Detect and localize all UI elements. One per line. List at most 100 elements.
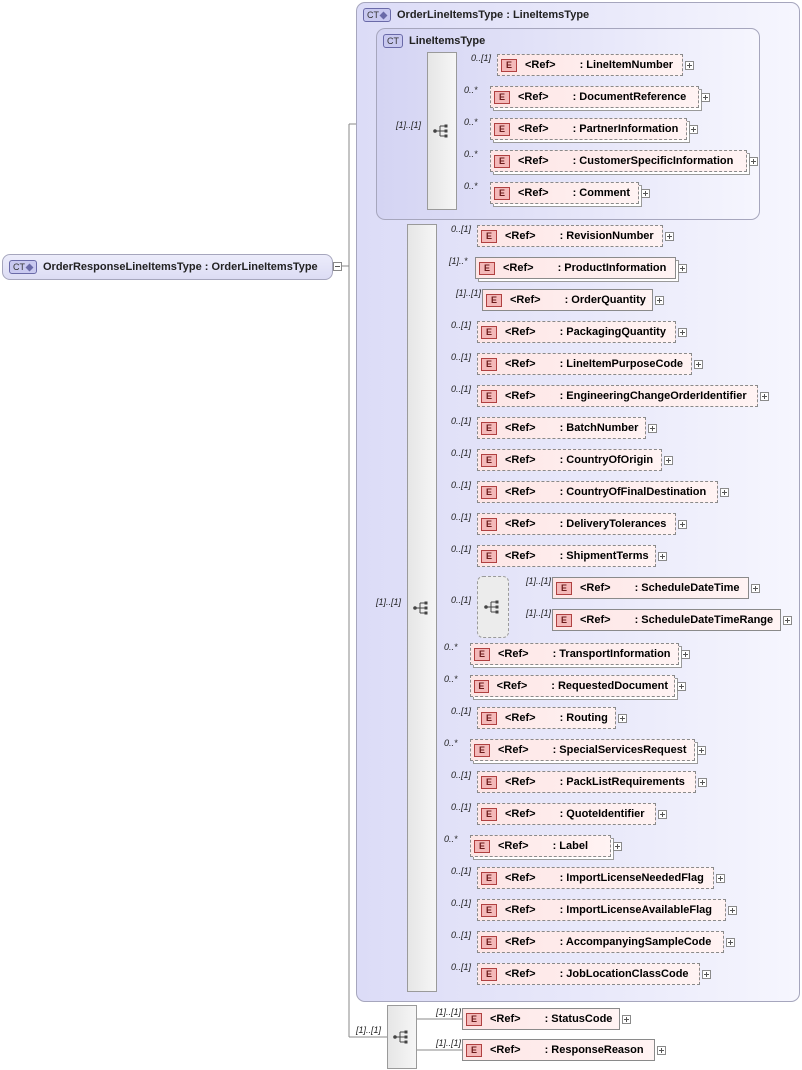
element-ref-box[interactable]: E<Ref>: TransportInformation xyxy=(470,643,679,665)
expand-icon[interactable] xyxy=(658,810,667,819)
expand-icon[interactable] xyxy=(726,938,735,947)
expand-icon[interactable] xyxy=(751,584,760,593)
expand-icon[interactable] xyxy=(701,93,710,102)
element-ref-box[interactable]: E<Ref>: EngineeringChangeOrderIdentifier xyxy=(477,385,758,407)
element-ref-box[interactable]: E<Ref>: RevisionNumber xyxy=(477,225,663,247)
sequence-cardinality: [1]..[1] xyxy=(356,1025,382,1035)
element-ref-label: <Ref> xyxy=(505,454,536,466)
element-ref-label: <Ref> xyxy=(505,486,536,498)
element-ref-box[interactable]: E<Ref>: PartnerInformation xyxy=(490,118,687,140)
element-badge: E xyxy=(556,613,572,627)
element-ref-box[interactable]: E<Ref>: DocumentReference xyxy=(490,86,699,108)
element-ref-box[interactable]: E<Ref>: CountryOfFinalDestination xyxy=(477,481,718,503)
element-badge: E xyxy=(481,711,497,725)
expand-icon[interactable] xyxy=(657,1046,666,1055)
outer-type-name: OrderLineItemsType xyxy=(397,9,504,21)
expand-icon[interactable] xyxy=(678,520,687,529)
element-ref-label: <Ref> xyxy=(505,390,536,402)
expand-icon[interactable] xyxy=(783,616,792,625)
element-ref-box[interactable]: E<Ref>: DeliveryTolerances xyxy=(477,513,676,535)
element-ref-box[interactable]: E<Ref>: JobLocationClassCode xyxy=(477,963,700,985)
expand-icon[interactable] xyxy=(697,746,706,755)
sequence-compositor[interactable] xyxy=(387,1005,417,1069)
expand-icon[interactable] xyxy=(760,392,769,401)
element-ref-box[interactable]: E<Ref>: ScheduleDateTime xyxy=(552,577,749,599)
element-ref-box[interactable]: E<Ref>: AccompanyingSampleCode xyxy=(477,931,724,953)
element-badge: E xyxy=(481,357,497,371)
element-badge: E xyxy=(474,647,490,661)
expand-icon[interactable] xyxy=(678,264,687,273)
element-ref-box[interactable]: E<Ref>: OrderQuantity xyxy=(482,289,653,311)
element-badge: E xyxy=(494,154,510,168)
element-ref-box[interactable]: E<Ref>: Label xyxy=(470,835,611,857)
expand-icon[interactable] xyxy=(655,296,664,305)
element-ref-label: <Ref> xyxy=(505,936,536,948)
element-ref-box[interactable]: E<Ref>: LineItemNumber xyxy=(497,54,683,76)
element-badge: E xyxy=(481,485,497,499)
element-badge: E xyxy=(481,325,497,339)
expand-icon[interactable] xyxy=(749,157,758,166)
element-ref-box[interactable]: E<Ref>: PackListRequirements xyxy=(477,771,696,793)
sequence-compositor[interactable] xyxy=(427,52,457,210)
element-cardinality: 0..* xyxy=(464,181,478,191)
element-ref-box[interactable]: E<Ref>: Routing xyxy=(477,707,616,729)
sequence-compositor[interactable] xyxy=(407,224,437,992)
element-cardinality: 0..[1] xyxy=(471,53,492,63)
element-ref-box[interactable]: E<Ref>: LineItemPurposeCode xyxy=(477,353,692,375)
element-ref-box[interactable]: E<Ref>: BatchNumber xyxy=(477,417,646,439)
expand-icon[interactable] xyxy=(716,874,725,883)
element-ref-box[interactable]: E<Ref>: ProductInformation xyxy=(475,257,676,279)
element-ref-label: <Ref> xyxy=(503,262,534,274)
expand-icon[interactable] xyxy=(681,650,690,659)
expand-icon[interactable] xyxy=(664,456,673,465)
expand-icon[interactable] xyxy=(665,232,674,241)
element-ref-box[interactable]: E<Ref>: ImportLicenseNeededFlag xyxy=(477,867,714,889)
expand-icon[interactable] xyxy=(702,970,711,979)
element-badge: E xyxy=(481,807,497,821)
element-ref-box[interactable]: E<Ref>: SpecialServicesRequest xyxy=(470,739,695,761)
expand-icon[interactable] xyxy=(618,714,627,723)
element-cardinality: 0..* xyxy=(444,674,458,684)
element-name: : Comment xyxy=(572,187,631,199)
element-name: : ScheduleDateTimeRange xyxy=(634,614,774,626)
element-ref-box[interactable]: E<Ref>: CountryOfOrigin xyxy=(477,449,662,471)
element-badge: E xyxy=(481,871,497,885)
expand-icon[interactable] xyxy=(622,1015,631,1024)
expand-icon[interactable] xyxy=(613,842,622,851)
element-ref-box[interactable]: E<Ref>: CustomerSpecificInformation xyxy=(490,150,747,172)
element-ref-box[interactable]: E<Ref>: ScheduleDateTimeRange xyxy=(552,609,781,631)
element-ref-box[interactable]: E<Ref>: ShipmentTerms xyxy=(477,545,656,567)
root-complex-type[interactable]: CT OrderResponseLineItemsType : OrderLin… xyxy=(2,254,333,280)
expand-icon[interactable] xyxy=(694,360,703,369)
element-ref-box[interactable]: E<Ref>: QuoteIdentifier xyxy=(477,803,656,825)
element-ref-box[interactable]: E<Ref>: ResponseReason xyxy=(462,1039,655,1061)
element-ref-label: <Ref> xyxy=(505,550,536,562)
choice-compositor[interactable] xyxy=(477,576,509,638)
complex-type-icon: CT xyxy=(363,8,391,22)
element-ref-box[interactable]: E<Ref>: RequestedDocument xyxy=(470,675,675,697)
element-ref-label: <Ref> xyxy=(505,904,536,916)
element-ref-box[interactable]: E<Ref>: ImportLicenseAvailableFlag xyxy=(477,899,726,921)
element-ref-label: <Ref> xyxy=(525,59,556,71)
element-ref-label: <Ref> xyxy=(490,1044,521,1056)
collapse-icon[interactable] xyxy=(333,262,342,271)
element-cardinality: 0..[1] xyxy=(451,962,472,972)
expand-icon[interactable] xyxy=(689,125,698,134)
expand-icon[interactable] xyxy=(641,189,650,198)
element-ref-label: <Ref> xyxy=(505,326,536,338)
expand-icon[interactable] xyxy=(720,488,729,497)
expand-icon[interactable] xyxy=(728,906,737,915)
element-name: : ImportLicenseNeededFlag xyxy=(559,872,704,884)
element-ref-box[interactable]: E<Ref>: PackagingQuantity xyxy=(477,321,676,343)
element-name: : JobLocationClassCode xyxy=(559,968,689,980)
element-cardinality: 0..[1] xyxy=(451,802,472,812)
expand-icon[interactable] xyxy=(678,328,687,337)
expand-icon[interactable] xyxy=(677,682,686,691)
element-ref-box[interactable]: E<Ref>: Comment xyxy=(490,182,639,204)
expand-icon[interactable] xyxy=(698,778,707,787)
expand-icon[interactable] xyxy=(658,552,667,561)
expand-icon[interactable] xyxy=(648,424,657,433)
element-ref-box[interactable]: E<Ref>: StatusCode xyxy=(462,1008,620,1030)
expand-icon[interactable] xyxy=(685,61,694,70)
element-cardinality: [1]..[1] xyxy=(436,1007,462,1017)
